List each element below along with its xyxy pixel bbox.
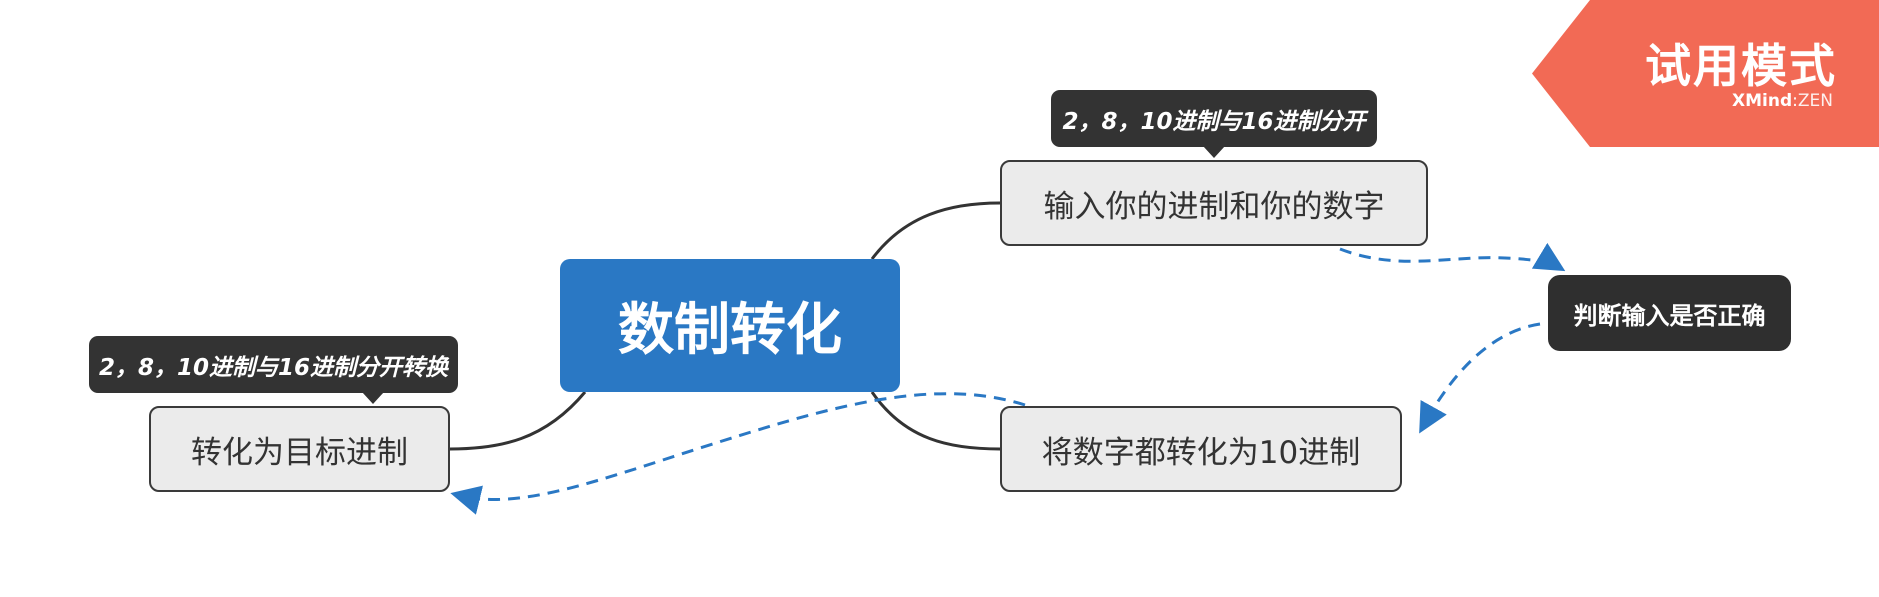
- topic-convert-to-decimal[interactable]: 将数字都转化为10进制: [1000, 406, 1402, 492]
- brand-edition: ZEN: [1797, 91, 1833, 111]
- topic-input-base-and-number[interactable]: 输入你的进制和你的数字: [1000, 160, 1428, 246]
- relationship-convert10-to-target: [450, 392, 1026, 515]
- floating-topic-validate-input[interactable]: 判断输入是否正确: [1548, 275, 1791, 351]
- brand-separator: :: [1792, 91, 1798, 111]
- relationship-check-to-convert10: [1419, 322, 1541, 434]
- topic-note-target: 2，8，10进制与16进制分开转换: [89, 336, 458, 404]
- topic-note-input: 2，8，10进制与16进制分开: [1051, 90, 1377, 158]
- xmind-zen-logo: XMind:ZEN: [1732, 91, 1833, 111]
- brand-name: XMind: [1732, 91, 1793, 111]
- central-topic[interactable]: 数制转化: [560, 259, 900, 392]
- relationship-input-to-check: [1339, 242, 1566, 272]
- trial-mode-badge[interactable]: 试用模式 XMind:ZEN: [1532, 0, 1879, 147]
- branch-line-convert10: [870, 391, 1001, 451]
- branch-line-target: [449, 391, 587, 451]
- trial-mode-title: 试用模式: [1645, 39, 1837, 93]
- branch-line-input: [870, 201, 1001, 260]
- topic-convert-to-target[interactable]: 转化为目标进制: [149, 406, 450, 492]
